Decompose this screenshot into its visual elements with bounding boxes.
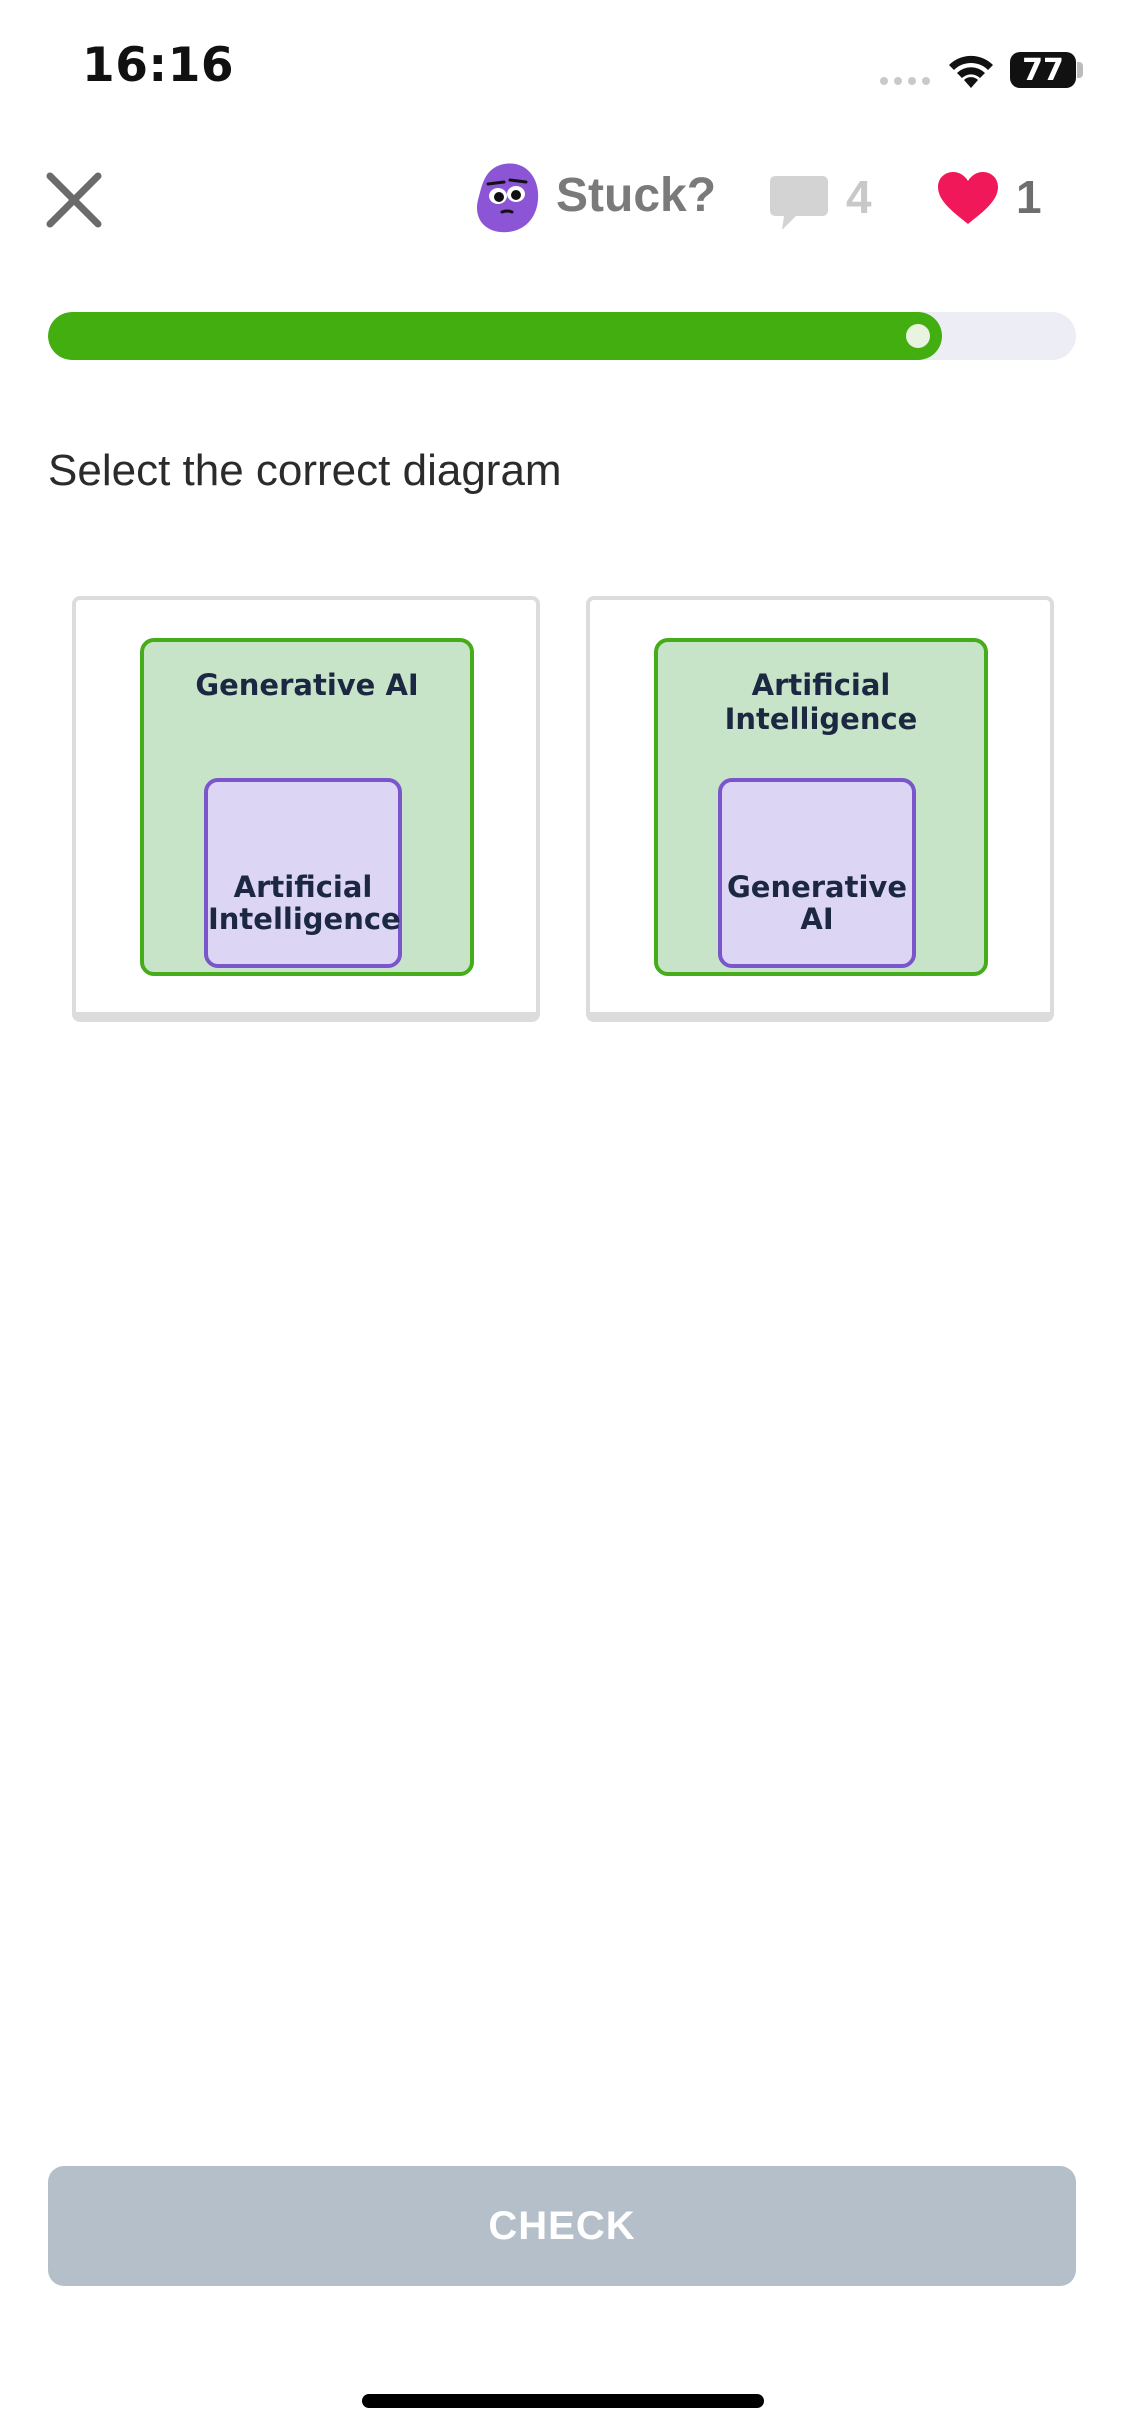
outer-set-label: Generative AI xyxy=(195,668,419,702)
comment-icon[interactable] xyxy=(768,174,830,232)
question-title: Select the correct diagram xyxy=(48,446,562,495)
progress-bar xyxy=(48,312,1076,360)
close-button[interactable] xyxy=(44,170,104,230)
comment-count: 4 xyxy=(846,171,872,223)
inner-set-box: Artificial Intelligence xyxy=(204,778,402,968)
hearts-count: 1 xyxy=(1016,171,1042,223)
diagram-option-2[interactable]: Artificial Intelligence Generative AI xyxy=(586,596,1054,1022)
outer-set-box: Generative AI Artificial Intelligence xyxy=(140,638,474,976)
check-button[interactable]: CHECK xyxy=(48,2166,1076,2286)
status-time: 16:16 xyxy=(82,38,235,93)
diagram-option-1[interactable]: Generative AI Artificial Intelligence xyxy=(72,596,540,1022)
inner-set-box: Generative AI xyxy=(718,778,916,968)
stuck-help-link[interactable]: Stuck? xyxy=(556,169,717,222)
battery-level: 77 xyxy=(1022,52,1064,88)
progress-bar-fill xyxy=(48,312,942,360)
battery-icon: 77 xyxy=(1010,52,1076,88)
battery-tip xyxy=(1077,62,1083,78)
inner-set-label: Artificial Intelligence xyxy=(208,870,401,936)
close-icon xyxy=(46,172,102,228)
inner-set-label: Generative AI xyxy=(726,870,908,936)
progress-bar-highlight xyxy=(906,324,930,348)
home-indicator[interactable] xyxy=(362,2394,764,2408)
heart-icon xyxy=(938,172,998,224)
wifi-icon xyxy=(949,55,993,88)
cellular-signal-icon xyxy=(880,72,936,90)
outer-set-label: Artificial Intelligence xyxy=(724,668,918,736)
mascot-icon[interactable] xyxy=(474,160,542,236)
outer-set-box: Artificial Intelligence Generative AI xyxy=(654,638,988,976)
